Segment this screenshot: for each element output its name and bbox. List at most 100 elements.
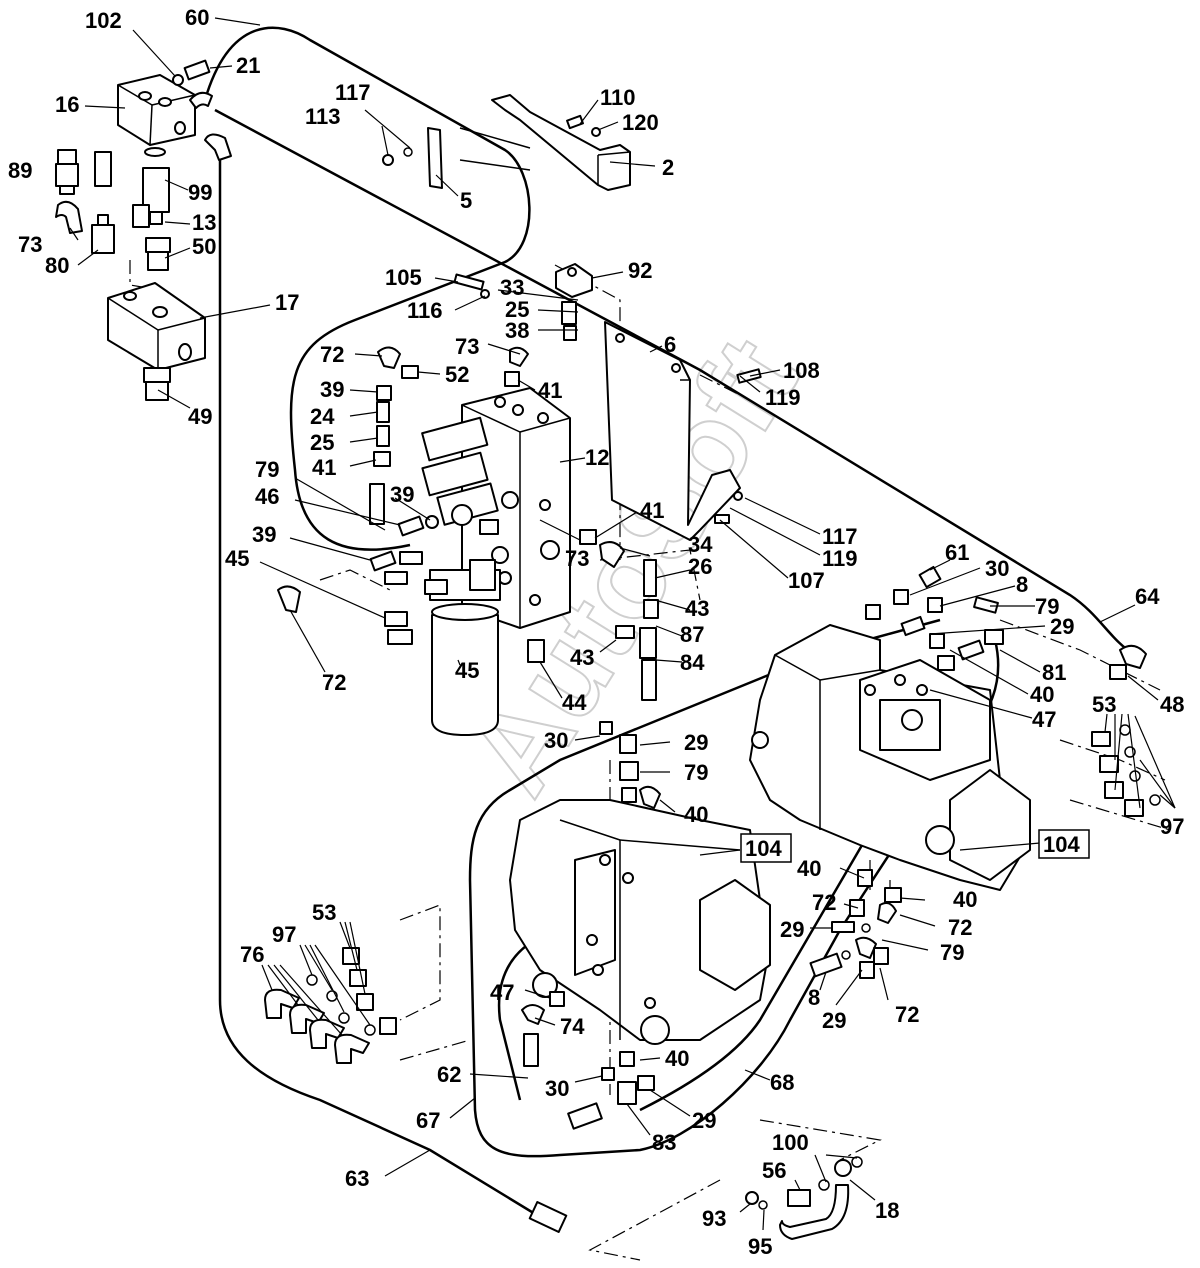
callout-41: 41 xyxy=(640,498,664,523)
callout-30: 30 xyxy=(544,728,568,753)
callout-64: 64 xyxy=(1135,584,1160,609)
hose-63 xyxy=(218,150,546,1222)
callout-12: 12 xyxy=(585,445,609,470)
callout-73: 73 xyxy=(18,232,42,257)
callout-119: 119 xyxy=(822,546,858,571)
boxed-label-104: 104 xyxy=(1043,832,1080,857)
callout-6: 6 xyxy=(664,332,676,357)
callout-25: 25 xyxy=(505,297,529,322)
callout-45: 45 xyxy=(455,658,479,683)
boxed-label-104: 104 xyxy=(745,836,782,861)
callout-73: 73 xyxy=(565,546,589,571)
callout-60: 60 xyxy=(185,5,209,30)
elbow-top xyxy=(189,91,232,161)
callout-34: 34 xyxy=(688,532,713,557)
callout-68: 68 xyxy=(770,1070,794,1095)
callout-29: 29 xyxy=(692,1108,716,1133)
callout-5: 5 xyxy=(460,188,472,213)
callout-53: 53 xyxy=(312,900,336,925)
fitting-50 xyxy=(145,237,171,271)
callout-102: 102 xyxy=(85,8,122,33)
callout-39: 39 xyxy=(390,482,414,507)
callout-39: 39 xyxy=(320,377,344,402)
callout-43: 43 xyxy=(685,596,709,621)
callout-72: 72 xyxy=(320,342,344,367)
callout-97: 97 xyxy=(272,922,296,947)
callout-29: 29 xyxy=(780,917,804,942)
callout-93: 93 xyxy=(702,1206,726,1231)
hydraulic-pump-icon-left xyxy=(509,799,771,1045)
block-92 xyxy=(555,263,593,298)
callout-117: 117 xyxy=(335,80,371,105)
callout-83: 83 xyxy=(652,1130,676,1155)
bracket-2 xyxy=(459,94,631,191)
callout-41: 41 xyxy=(312,455,336,480)
callout-73: 73 xyxy=(455,334,479,359)
callout-47: 47 xyxy=(1032,707,1056,732)
elbow-73-top xyxy=(55,200,83,234)
callout-72: 72 xyxy=(812,890,836,915)
callout-105: 105 xyxy=(385,265,422,290)
callout-16: 16 xyxy=(55,92,79,117)
callout-80: 80 xyxy=(45,253,69,278)
callout-24: 24 xyxy=(310,404,335,429)
callout-84: 84 xyxy=(680,650,705,675)
callout-44: 44 xyxy=(562,690,587,715)
callout-120: 120 xyxy=(622,110,659,135)
callout-67: 67 xyxy=(416,1108,440,1133)
callout-29: 29 xyxy=(1050,614,1074,639)
callout-61: 61 xyxy=(945,540,969,565)
leader-lines xyxy=(69,17,1176,1231)
callout-89: 89 xyxy=(8,158,32,183)
callout-18: 18 xyxy=(875,1198,899,1223)
callout-72: 72 xyxy=(948,915,972,940)
callout-21: 21 xyxy=(236,53,260,78)
callout-87: 87 xyxy=(680,622,704,647)
callout-43: 43 xyxy=(570,645,594,670)
callout-38: 38 xyxy=(505,318,529,343)
callout-56: 56 xyxy=(762,1158,786,1183)
callout-100: 100 xyxy=(772,1130,809,1155)
callout-62: 62 xyxy=(437,1062,461,1087)
callout-48: 48 xyxy=(1160,692,1184,717)
callout-13: 13 xyxy=(192,210,216,235)
callout-2: 2 xyxy=(662,155,674,180)
manifold-17 xyxy=(107,282,206,371)
callout-33: 33 xyxy=(500,275,524,300)
callout-labels: 102 60 21 16 89 99 13 73 80 50 17 49 117… xyxy=(8,5,1184,1259)
callout-72: 72 xyxy=(895,1002,919,1027)
bracket-6 xyxy=(604,321,762,541)
callout-40: 40 xyxy=(1030,682,1054,707)
callout-52: 52 xyxy=(445,362,469,387)
hose-68 xyxy=(639,639,1000,1112)
plate-5 xyxy=(382,127,443,189)
callout-45: 45 xyxy=(225,546,249,571)
callout-95: 95 xyxy=(748,1234,772,1259)
callout-40: 40 xyxy=(797,856,821,881)
filter-canister-icon xyxy=(424,559,501,736)
fittings-center xyxy=(599,721,902,979)
callout-79: 79 xyxy=(684,760,708,785)
callout-79: 79 xyxy=(255,457,279,482)
callout-53: 53 xyxy=(1092,692,1116,717)
fitting-49 xyxy=(143,367,171,401)
callout-107: 107 xyxy=(788,568,825,593)
callout-29: 29 xyxy=(822,1008,846,1033)
callout-116: 116 xyxy=(407,298,443,323)
callout-79: 79 xyxy=(940,940,964,965)
callout-108: 108 xyxy=(783,358,820,383)
hose-67 xyxy=(468,618,992,1158)
callout-72: 72 xyxy=(322,670,346,695)
fitting-21 xyxy=(172,59,211,86)
valve-block-12 xyxy=(421,387,571,629)
callout-40: 40 xyxy=(684,802,708,827)
callout-63: 63 xyxy=(345,1166,369,1191)
callout-49: 49 xyxy=(188,404,212,429)
callout-81: 81 xyxy=(1042,660,1066,685)
callout-26: 26 xyxy=(688,554,712,579)
callout-17: 17 xyxy=(275,290,299,315)
callout-8: 8 xyxy=(808,985,820,1010)
callout-46: 46 xyxy=(255,484,279,509)
